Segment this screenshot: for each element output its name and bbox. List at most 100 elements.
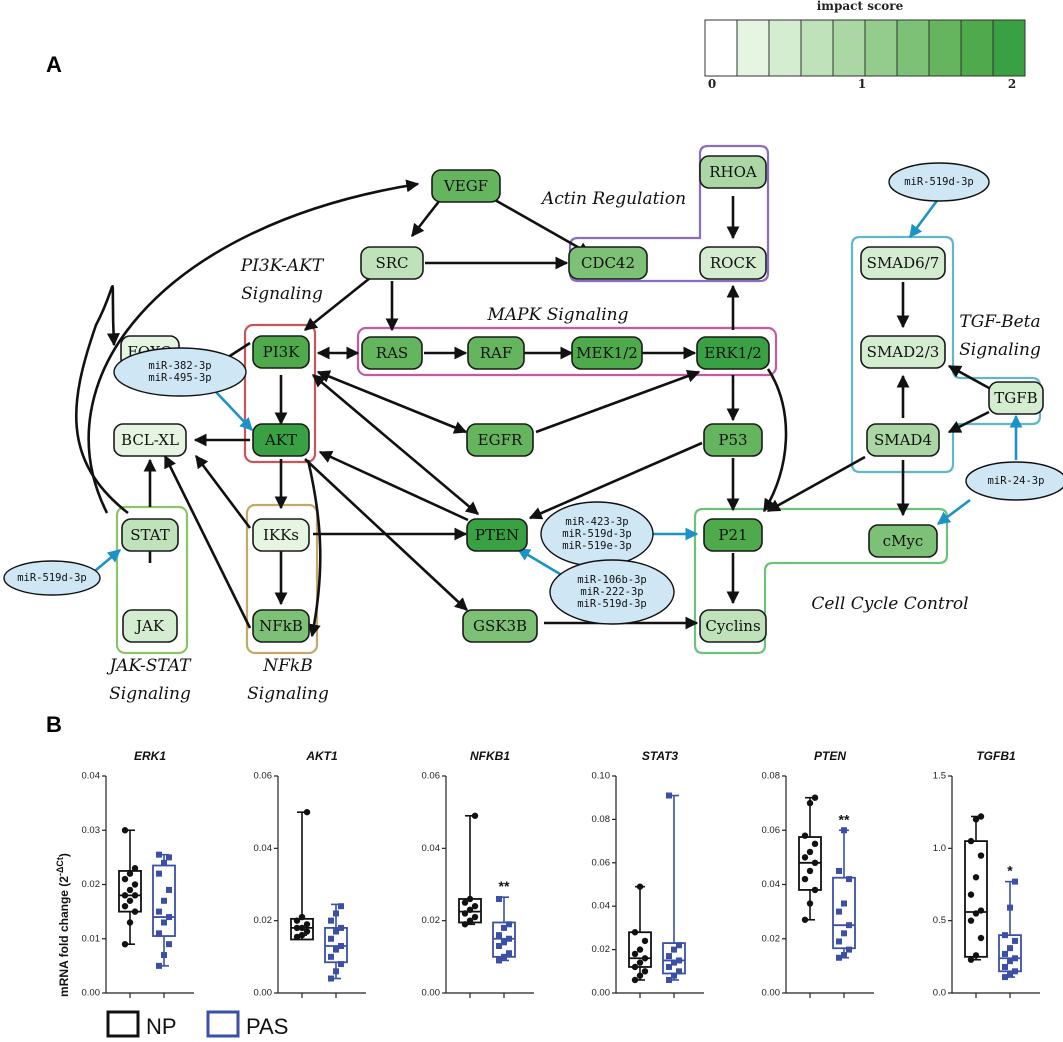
- data-point: [471, 812, 479, 819]
- box-pas: [152, 851, 176, 969]
- data-point: [972, 874, 980, 881]
- panel-label-b: B: [46, 712, 62, 737]
- mirna-ellipse: [965, 461, 1063, 501]
- pathway-edges: [74, 179, 990, 638]
- colorbar-cell: [960, 19, 994, 77]
- node-box: [868, 524, 938, 558]
- data-point: [496, 895, 502, 902]
- node-nfkb: NFkB: [252, 609, 310, 643]
- data-point: [666, 953, 672, 960]
- colorbar-cell: [736, 19, 770, 77]
- node-box: [699, 246, 767, 280]
- data-point: [303, 921, 311, 928]
- node-label: AKT: [264, 431, 297, 449]
- data-point: [338, 942, 344, 949]
- mirna-label: miR-106b-3p: [577, 574, 647, 586]
- node-cyclins: Cyclins: [699, 609, 767, 643]
- y-tick-label: 0.02: [592, 944, 611, 955]
- data-point: [676, 968, 682, 975]
- group-jak-stat: [115, 505, 189, 655]
- node-box: [988, 381, 1044, 415]
- data-point: [156, 851, 162, 858]
- data-point: [471, 913, 479, 921]
- data-point: [977, 852, 985, 859]
- node-box: [361, 336, 423, 370]
- data-point: [641, 955, 649, 962]
- box-np: [458, 812, 482, 928]
- data-point: [977, 934, 985, 942]
- colorbar-cell: [992, 19, 1026, 77]
- legend-label-np: NP: [146, 1014, 177, 1039]
- data-point: [298, 924, 306, 932]
- node-label: SMAD4: [874, 431, 932, 449]
- label-jak-stat-1: JAK-STAT: [106, 656, 192, 676]
- node-box: [860, 246, 946, 280]
- data-point: [121, 875, 129, 883]
- data-point: [811, 840, 819, 848]
- legend-swatch-pas: [206, 1010, 240, 1038]
- label-cell-cycle: Cell Cycle Control: [811, 594, 968, 614]
- node-smad67: SMAD6/7: [860, 246, 946, 280]
- data-point: [496, 957, 502, 964]
- data-point: [328, 953, 334, 960]
- colorbar-cell: [704, 19, 738, 77]
- y-tick-label: 0.00: [422, 988, 441, 999]
- box-np: [628, 883, 652, 984]
- data-point: [121, 892, 129, 899]
- data-point: [1002, 932, 1008, 939]
- data-point: [496, 942, 502, 949]
- node-label: SRC: [375, 254, 408, 272]
- y-axis-label: mRNA fold change (2-ΔCt): [55, 853, 71, 997]
- data-point: [666, 792, 672, 799]
- data-point: [841, 900, 847, 907]
- data-point: [131, 881, 139, 888]
- data-point: [1012, 968, 1018, 975]
- y-tick-label: 0.08: [762, 771, 781, 782]
- node-p21: P21: [703, 518, 763, 552]
- data-point: [293, 933, 301, 941]
- data-point: [977, 907, 985, 914]
- data-point: [836, 908, 842, 915]
- label-nfkb-2: Signaling: [247, 684, 329, 704]
- node-box: [699, 155, 767, 189]
- data-point: [328, 975, 334, 982]
- node-cdc42: CDC42: [568, 246, 648, 280]
- data-point: [121, 903, 129, 910]
- data-point: [631, 963, 639, 971]
- node-box: [360, 246, 424, 280]
- data-point: [846, 876, 852, 883]
- data-point: [303, 808, 311, 816]
- node-label: P21: [718, 526, 747, 544]
- data-point: [676, 957, 682, 964]
- data-point: [972, 910, 980, 917]
- data-point: [801, 832, 809, 839]
- data-point: [461, 921, 469, 928]
- data-point: [293, 924, 301, 932]
- node-label: CDC42: [581, 254, 635, 272]
- mirna-label: miR-519d-3p: [17, 572, 87, 584]
- data-point: [806, 799, 814, 807]
- y-tick-label: 0.00: [762, 988, 781, 999]
- data-point: [333, 968, 339, 975]
- mirna-ellipse: [3, 560, 101, 596]
- data-point: [161, 952, 167, 959]
- data-point: [1002, 974, 1008, 981]
- data-point: [156, 870, 162, 877]
- node-bclxl: BCL-XL: [113, 423, 187, 457]
- colorbar-tick-1: 1: [858, 77, 866, 91]
- y-tick-label: 0.04: [254, 843, 273, 854]
- pathway-nodes: VEGFRHOASRCCDC42ROCKFOXOPI3KRASRAFMEK1/2…: [113, 155, 1044, 643]
- node-box: [431, 169, 501, 203]
- data-point: [801, 916, 809, 923]
- mirna-label: miR-519e-3p: [562, 540, 632, 552]
- data-point: [131, 865, 139, 872]
- node-box: [696, 336, 770, 370]
- chart-title: AKT1: [305, 749, 338, 763]
- data-point: [506, 921, 512, 928]
- data-point: [841, 952, 847, 959]
- colorbar-tick-2: 2: [1008, 77, 1016, 91]
- data-point: [338, 961, 344, 968]
- node-rock: ROCK: [699, 246, 767, 280]
